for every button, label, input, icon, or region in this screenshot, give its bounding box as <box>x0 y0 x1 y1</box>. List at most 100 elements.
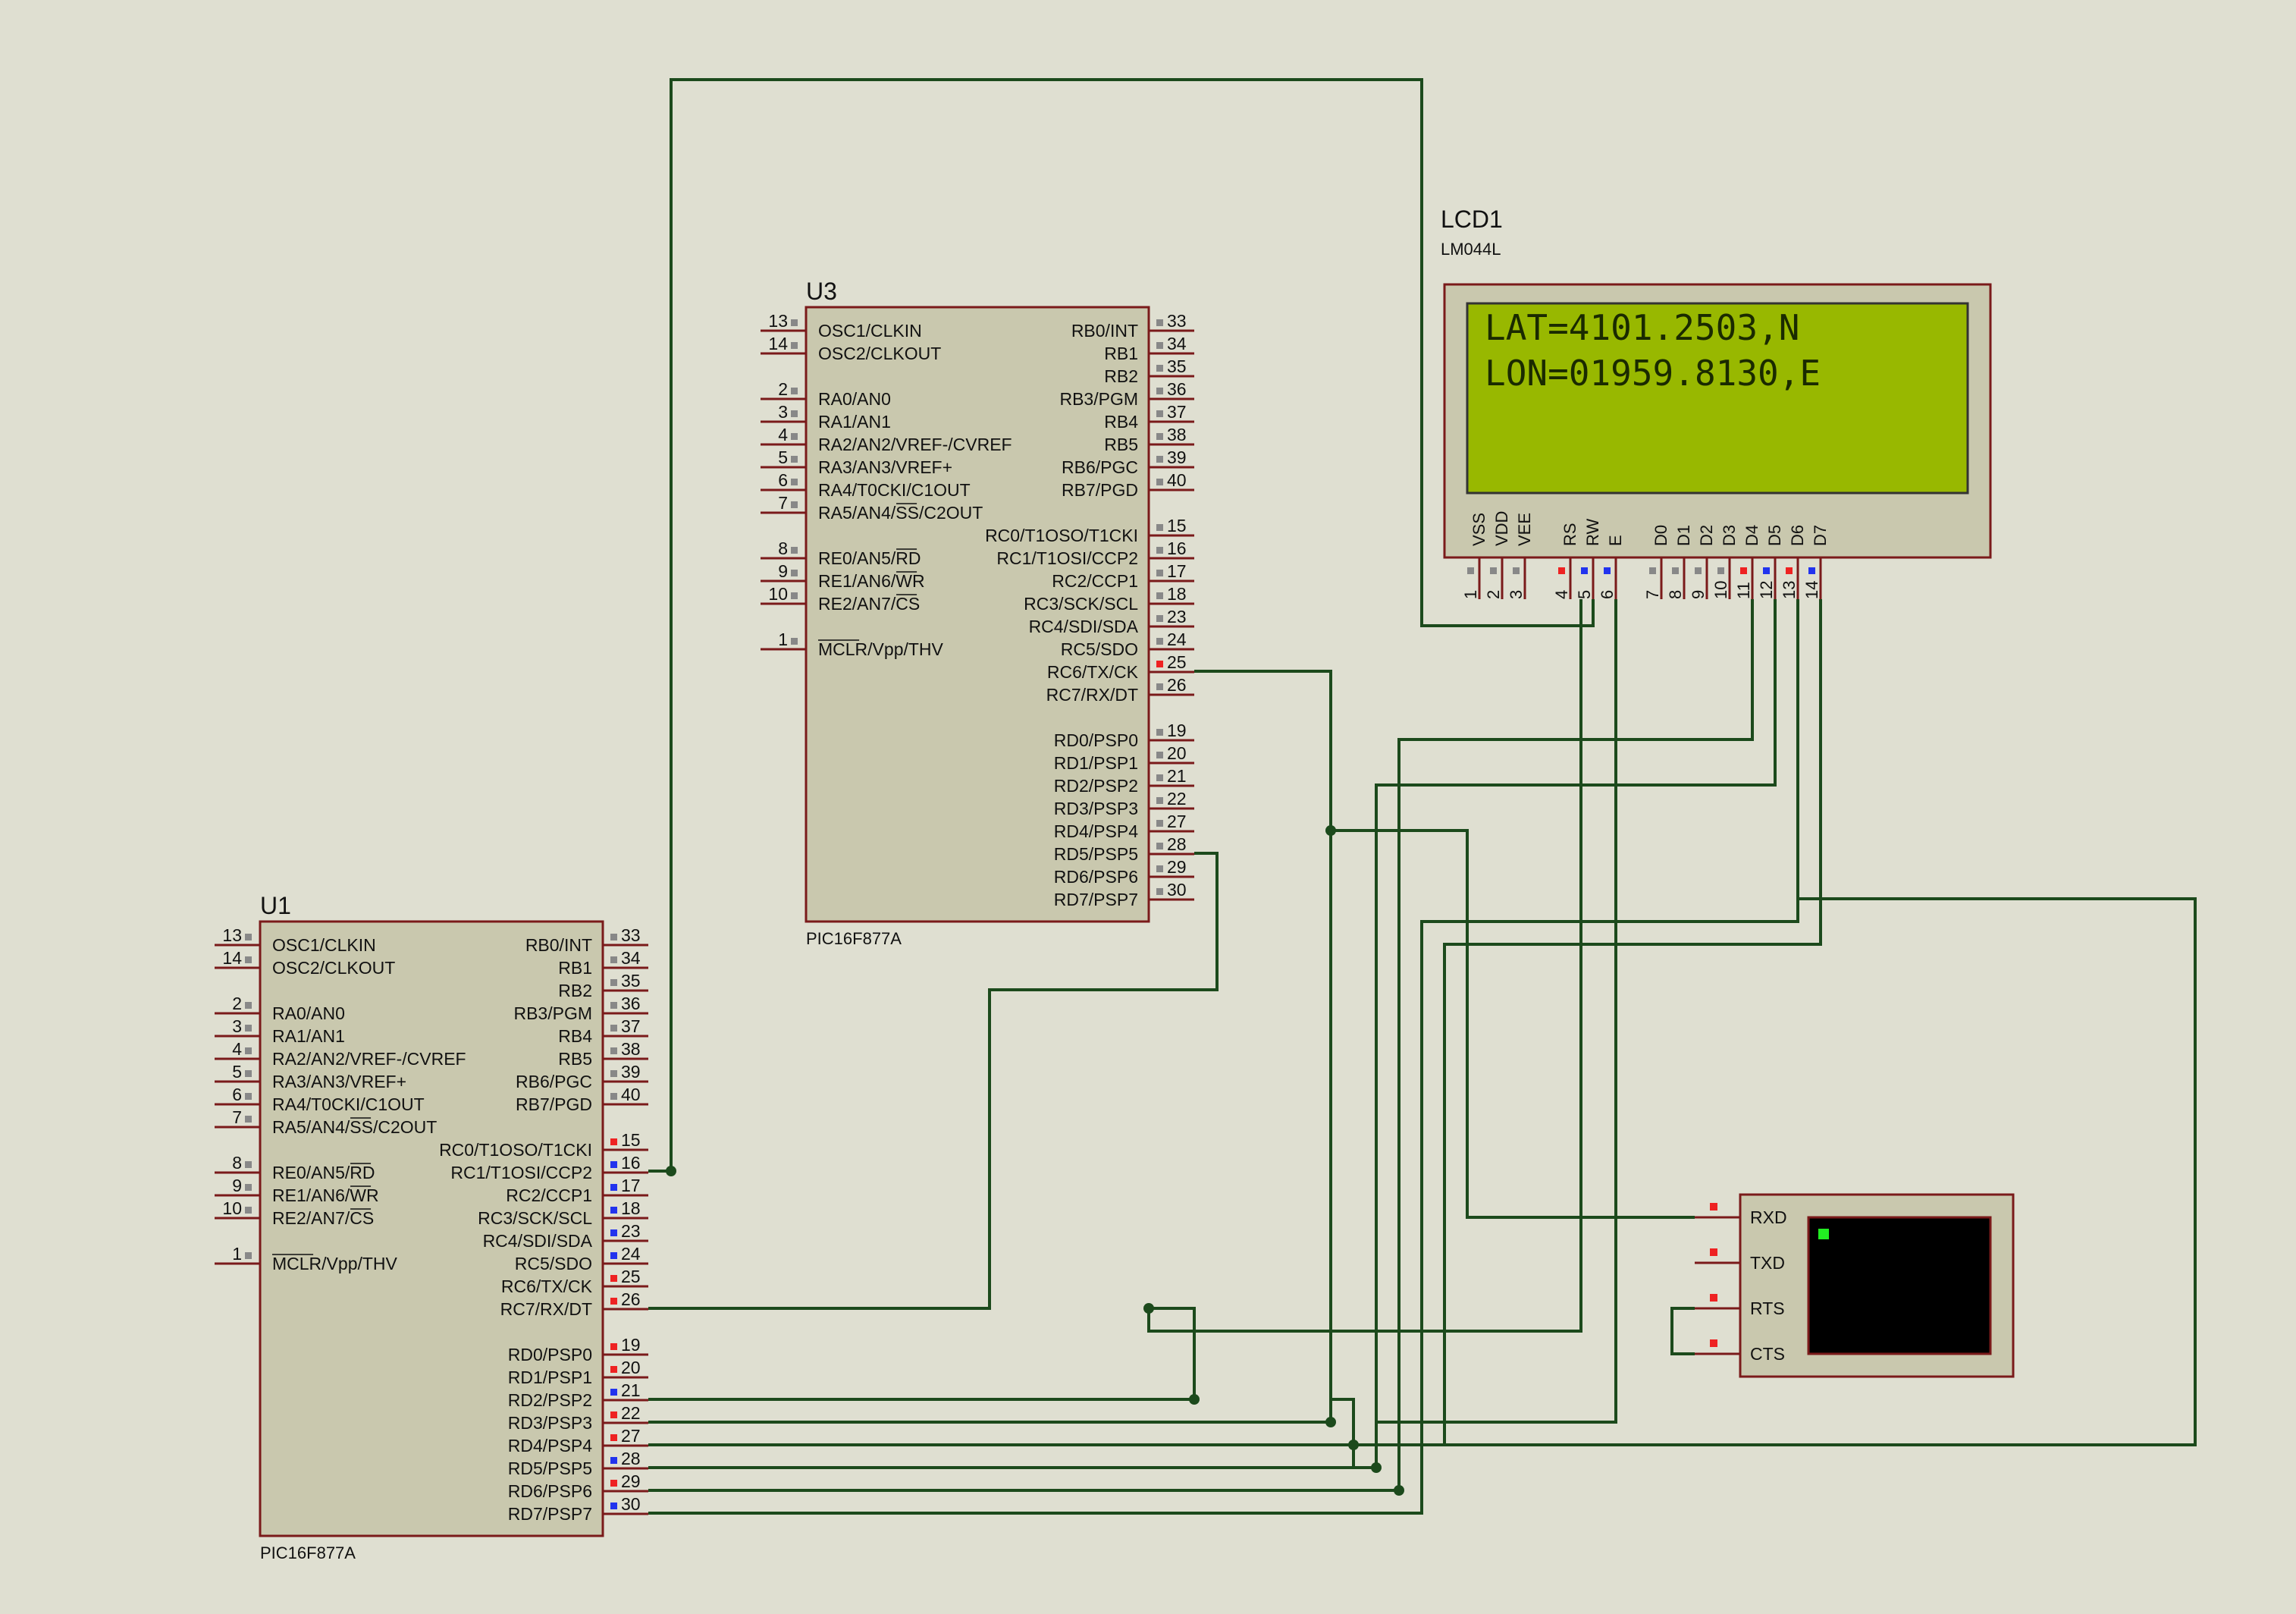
pin-state-marker <box>1604 567 1611 574</box>
wire <box>1353 897 2197 1446</box>
lcd-line-1: LAT=4101.2503,N <box>1485 307 1799 348</box>
pin-number: 19 <box>621 1335 641 1355</box>
pin-number: 30 <box>621 1494 641 1514</box>
pin-state-marker <box>1156 479 1163 485</box>
pin-state-marker <box>1156 888 1163 895</box>
lcd-pin-name: VSS <box>1470 513 1488 546</box>
pin-name: RC6/TX/CK <box>1047 662 1139 682</box>
pin-name: RA3/AN3/VREF+ <box>818 457 952 477</box>
wire <box>648 599 1799 1515</box>
pin-name: RA4/T0CKI/C1OUT <box>272 1094 425 1114</box>
pin-state-marker <box>1156 683 1163 690</box>
pin-state-marker <box>1710 1203 1717 1210</box>
pin-number: 23 <box>621 1221 641 1241</box>
pin-name: RB0/INT <box>525 935 592 955</box>
pin-state-marker <box>610 1457 617 1464</box>
pin-name: RC2/CCP1 <box>506 1185 592 1205</box>
pin-state-marker <box>610 1207 617 1214</box>
terminal-screen <box>1807 1216 1992 1355</box>
pin-number: 15 <box>621 1130 641 1150</box>
pin-name: RB1 <box>1104 344 1138 363</box>
pin-number: 28 <box>1167 834 1187 854</box>
pin-number: 29 <box>1167 857 1187 877</box>
pin-number: 17 <box>621 1176 641 1195</box>
lcd-pin-number: 8 <box>1666 590 1685 599</box>
junction-dot <box>1371 1462 1382 1473</box>
pin-state-marker <box>245 1002 252 1009</box>
pin-state-marker <box>1558 567 1565 574</box>
lcd-module-lcd1[interactable]: LCD1LM044LLAT=4101.2503,NLON=01959.8130,… <box>1441 206 1992 599</box>
chip-part: PIC16F877A <box>806 929 902 948</box>
lcd-pin-number: 4 <box>1552 590 1571 599</box>
lcd-part: LM044L <box>1441 240 1501 259</box>
lcd-pin-number: 11 <box>1734 582 1753 599</box>
lcd-screen <box>1466 302 1969 495</box>
pin-state-marker <box>610 1366 617 1373</box>
pin-number: 9 <box>778 561 788 581</box>
pin-state-marker <box>791 479 798 485</box>
pin-number: 17 <box>1167 561 1187 581</box>
pin-state-marker <box>610 1503 617 1509</box>
pin-state-marker <box>791 388 798 394</box>
lcd-pin-name: RS <box>1560 523 1579 546</box>
pin-state-marker <box>610 1434 617 1441</box>
pin-name: RA2/AN2/VREF-/CVREF <box>818 435 1012 454</box>
pin-number: 14 <box>768 334 788 353</box>
pin-state-marker <box>1156 365 1163 372</box>
pin-name: RC7/RX/DT <box>1046 685 1138 705</box>
junction-dot <box>1394 1485 1404 1496</box>
pin-state-marker <box>1156 615 1163 622</box>
pin-number: 26 <box>1167 675 1187 695</box>
pin-name: RC0/T1OSO/T1CKI <box>985 526 1138 545</box>
pin-name: RB5 <box>558 1049 592 1069</box>
pin-state-marker <box>1156 342 1163 349</box>
pin-state-marker <box>791 342 798 349</box>
pin-state-marker <box>610 1275 617 1282</box>
lcd-pin-name: D6 <box>1788 525 1807 546</box>
pin-number: 3 <box>778 402 788 422</box>
pin-name: RC2/CCP1 <box>1052 571 1138 591</box>
pin-state-marker <box>1672 567 1679 574</box>
chip-body <box>259 920 604 1537</box>
pin-number: 24 <box>621 1244 641 1264</box>
pin-state-marker <box>1786 567 1793 574</box>
pin-name: RA0/AN0 <box>818 389 891 409</box>
pin-name: RB2 <box>1104 366 1138 386</box>
pin-state-marker <box>610 934 617 940</box>
pin-state-marker <box>1156 774 1163 781</box>
pin-number: 25 <box>1167 652 1187 672</box>
pin-name: RC4/SDI/SDA <box>483 1231 593 1251</box>
pin-state-marker <box>791 319 798 326</box>
pin-state-marker <box>610 1070 617 1077</box>
pin-number: 33 <box>621 925 641 945</box>
pin-state-marker <box>1156 638 1163 645</box>
pin-name: RD5/PSP5 <box>1054 844 1138 864</box>
pin-name: RD1/PSP1 <box>508 1368 592 1387</box>
pin-name: RD3/PSP3 <box>1054 799 1138 818</box>
pin-number: 34 <box>621 948 641 968</box>
pin-number: 15 <box>1167 516 1187 535</box>
terminal-pin-name: RTS <box>1750 1298 1785 1318</box>
pin-state-marker <box>791 456 798 463</box>
pin-number: 4 <box>232 1039 242 1059</box>
lcd-pin-number: 12 <box>1757 581 1776 599</box>
terminal-pin-name: CTS <box>1750 1344 1785 1364</box>
pin-name: RC3/SCK/SCL <box>478 1208 592 1228</box>
pin-number: 10 <box>768 584 788 604</box>
pin-number: 16 <box>621 1153 641 1173</box>
pin-state-marker <box>1717 567 1724 574</box>
pin-state-marker <box>1156 865 1163 872</box>
pin-number: 14 <box>222 948 242 968</box>
pin-number: 38 <box>1167 425 1187 444</box>
pin-number: 9 <box>232 1176 242 1195</box>
pin-state-marker <box>610 1389 617 1396</box>
wire <box>648 599 1777 1469</box>
pin-state-marker <box>1156 570 1163 576</box>
pin-state-marker <box>1156 843 1163 849</box>
pin-name: RB3/PGM <box>513 1003 592 1023</box>
pin-number: 21 <box>1167 766 1187 786</box>
pin-number: 6 <box>232 1085 242 1104</box>
